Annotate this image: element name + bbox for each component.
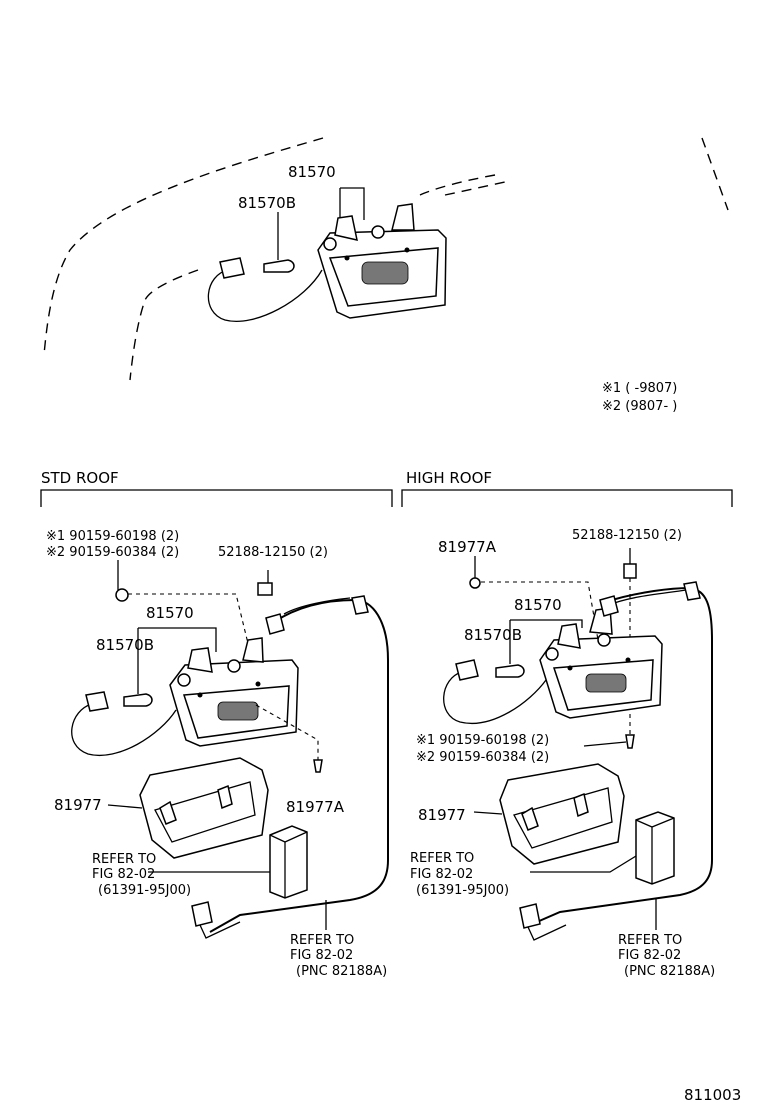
high-ref2-line1: REFER TO bbox=[618, 933, 682, 948]
high-bolt-2: ※2 90159-60384 (2) bbox=[416, 750, 549, 765]
bulb-icon bbox=[495, 664, 525, 678]
high-mount-stop-lamp-top bbox=[317, 203, 447, 319]
connector-icon bbox=[519, 903, 541, 929]
std-ref2-line2: FIG 82-02 bbox=[290, 948, 353, 963]
high-roof-title: HIGH ROOF bbox=[406, 469, 492, 487]
std-ref1-line1: REFER TO bbox=[92, 852, 156, 867]
high-ref1-line3: (61391-95J00) bbox=[416, 883, 509, 898]
bulb-icon bbox=[123, 693, 153, 707]
std-bolt-2: ※2 90159-60384 (2) bbox=[46, 545, 179, 560]
high-ref2-line2: FIG 82-02 bbox=[618, 948, 681, 963]
high-ref1-line2: FIG 82-02 bbox=[410, 867, 473, 882]
top-label-81570b: 81570B bbox=[238, 194, 296, 212]
connector-icon bbox=[599, 595, 619, 617]
std-roof-title: STD ROOF bbox=[41, 469, 119, 487]
screw-icon bbox=[313, 759, 323, 773]
high-label-81977a: 81977A bbox=[438, 538, 497, 556]
section-brackets bbox=[40, 489, 733, 507]
top-label-81570: 81570 bbox=[288, 163, 336, 181]
high-bolt-1: ※1 90159-60198 (2) bbox=[416, 733, 549, 748]
high-label-81570b: 81570B bbox=[464, 626, 522, 644]
module-box-icon bbox=[635, 811, 675, 885]
socket-wire bbox=[207, 269, 323, 322]
std-label-81570: 81570 bbox=[146, 604, 194, 622]
std-ref2-line1: REFER TO bbox=[290, 933, 354, 948]
socket-icon bbox=[455, 659, 479, 681]
connector-icon bbox=[191, 901, 213, 927]
bulb-icon bbox=[263, 259, 295, 273]
high-label-81977: 81977 bbox=[418, 806, 466, 824]
note-2: ※2 (9807- ) bbox=[602, 399, 677, 414]
high-clip-label: 52188-12150 (2) bbox=[572, 528, 682, 543]
high-ref2-line3: (PNC 82188A) bbox=[624, 964, 715, 979]
note-1: ※1 ( -9807) bbox=[602, 381, 677, 396]
clip-icon bbox=[623, 563, 637, 579]
std-bolt-1: ※1 90159-60198 (2) bbox=[46, 529, 179, 544]
high-ref1-line1: REFER TO bbox=[410, 851, 474, 866]
std-roof-assembly bbox=[71, 560, 389, 939]
std-ref1-line3: (61391-95J00) bbox=[98, 883, 191, 898]
socket-icon bbox=[219, 257, 245, 279]
std-ref2-line3: (PNC 82188A) bbox=[296, 964, 387, 979]
nut-icon bbox=[469, 577, 481, 589]
bolt-icon bbox=[115, 588, 129, 602]
std-label-81570b: 81570B bbox=[96, 636, 154, 654]
socket-icon bbox=[85, 691, 109, 712]
connector-icon bbox=[265, 613, 285, 635]
module-box-icon bbox=[269, 825, 308, 899]
connector-icon bbox=[683, 581, 701, 601]
connector-icon bbox=[351, 595, 369, 615]
std-clip-label: 52188-12150 (2) bbox=[218, 545, 328, 560]
top-view bbox=[43, 137, 729, 381]
std-ref1-line2: FIG 82-02 bbox=[92, 867, 155, 882]
screw-icon bbox=[625, 734, 635, 749]
high-roof-assembly bbox=[443, 548, 713, 941]
figure-code: 811003 bbox=[684, 1086, 741, 1104]
clip-icon bbox=[257, 582, 273, 596]
std-label-81977: 81977 bbox=[54, 796, 102, 814]
std-label-81977a: 81977A bbox=[286, 798, 345, 816]
high-label-81570: 81570 bbox=[514, 596, 562, 614]
